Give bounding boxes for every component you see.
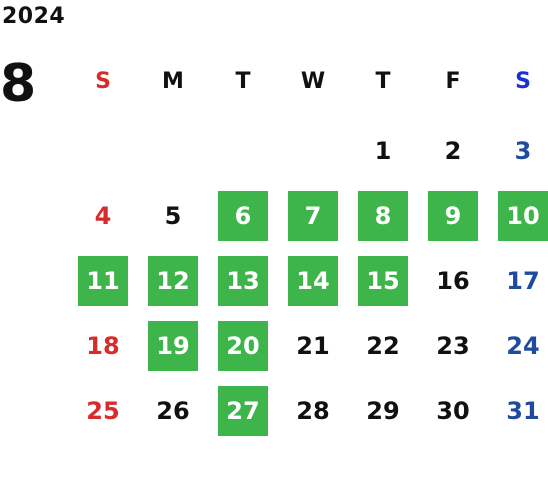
weekday-header: F <box>445 68 461 94</box>
weekday-header: S <box>515 68 531 94</box>
calendar-day-highlighted: 12 <box>148 256 198 306</box>
calendar-day-highlighted: 10 <box>498 191 548 241</box>
calendar-day: 5 <box>164 202 182 230</box>
calendar-day: 4 <box>94 202 112 230</box>
calendar-day: 1 <box>374 137 392 165</box>
month-label: 8 <box>0 54 37 114</box>
calendar-day-highlighted: 27 <box>218 386 268 436</box>
calendar-day: 21 <box>296 332 330 360</box>
calendar-day: 30 <box>436 397 470 425</box>
calendar-day: 2 <box>444 137 462 165</box>
calendar-day-highlighted: 7 <box>288 191 338 241</box>
calendar-day: 25 <box>86 397 120 425</box>
calendar-day-highlighted: 15 <box>358 256 408 306</box>
calendar-day-highlighted: 11 <box>78 256 128 306</box>
weekday-header: W <box>300 68 326 94</box>
weekday-header: M <box>162 68 184 94</box>
calendar-day-highlighted: 9 <box>428 191 478 241</box>
calendar-day: 3 <box>514 137 532 165</box>
calendar-day: 23 <box>436 332 470 360</box>
year-label: 2024 <box>2 4 66 29</box>
calendar-day-highlighted: 8 <box>358 191 408 241</box>
calendar-day: 18 <box>86 332 120 360</box>
weekday-header: T <box>235 68 251 94</box>
weekday-header: S <box>95 68 111 94</box>
calendar-day-highlighted: 20 <box>218 321 268 371</box>
calendar-day-highlighted: 19 <box>148 321 198 371</box>
calendar-day-highlighted: 14 <box>288 256 338 306</box>
calendar-day-highlighted: 13 <box>218 256 268 306</box>
calendar-day: 22 <box>366 332 400 360</box>
calendar-day: 31 <box>506 397 540 425</box>
calendar-day-highlighted: 6 <box>218 191 268 241</box>
calendar-day: 28 <box>296 397 330 425</box>
calendar-day: 17 <box>506 267 540 295</box>
calendar-day: 26 <box>156 397 190 425</box>
weekday-header: T <box>375 68 391 94</box>
calendar-day: 16 <box>436 267 470 295</box>
calendar-day: 29 <box>366 397 400 425</box>
calendar-day: 24 <box>506 332 540 360</box>
